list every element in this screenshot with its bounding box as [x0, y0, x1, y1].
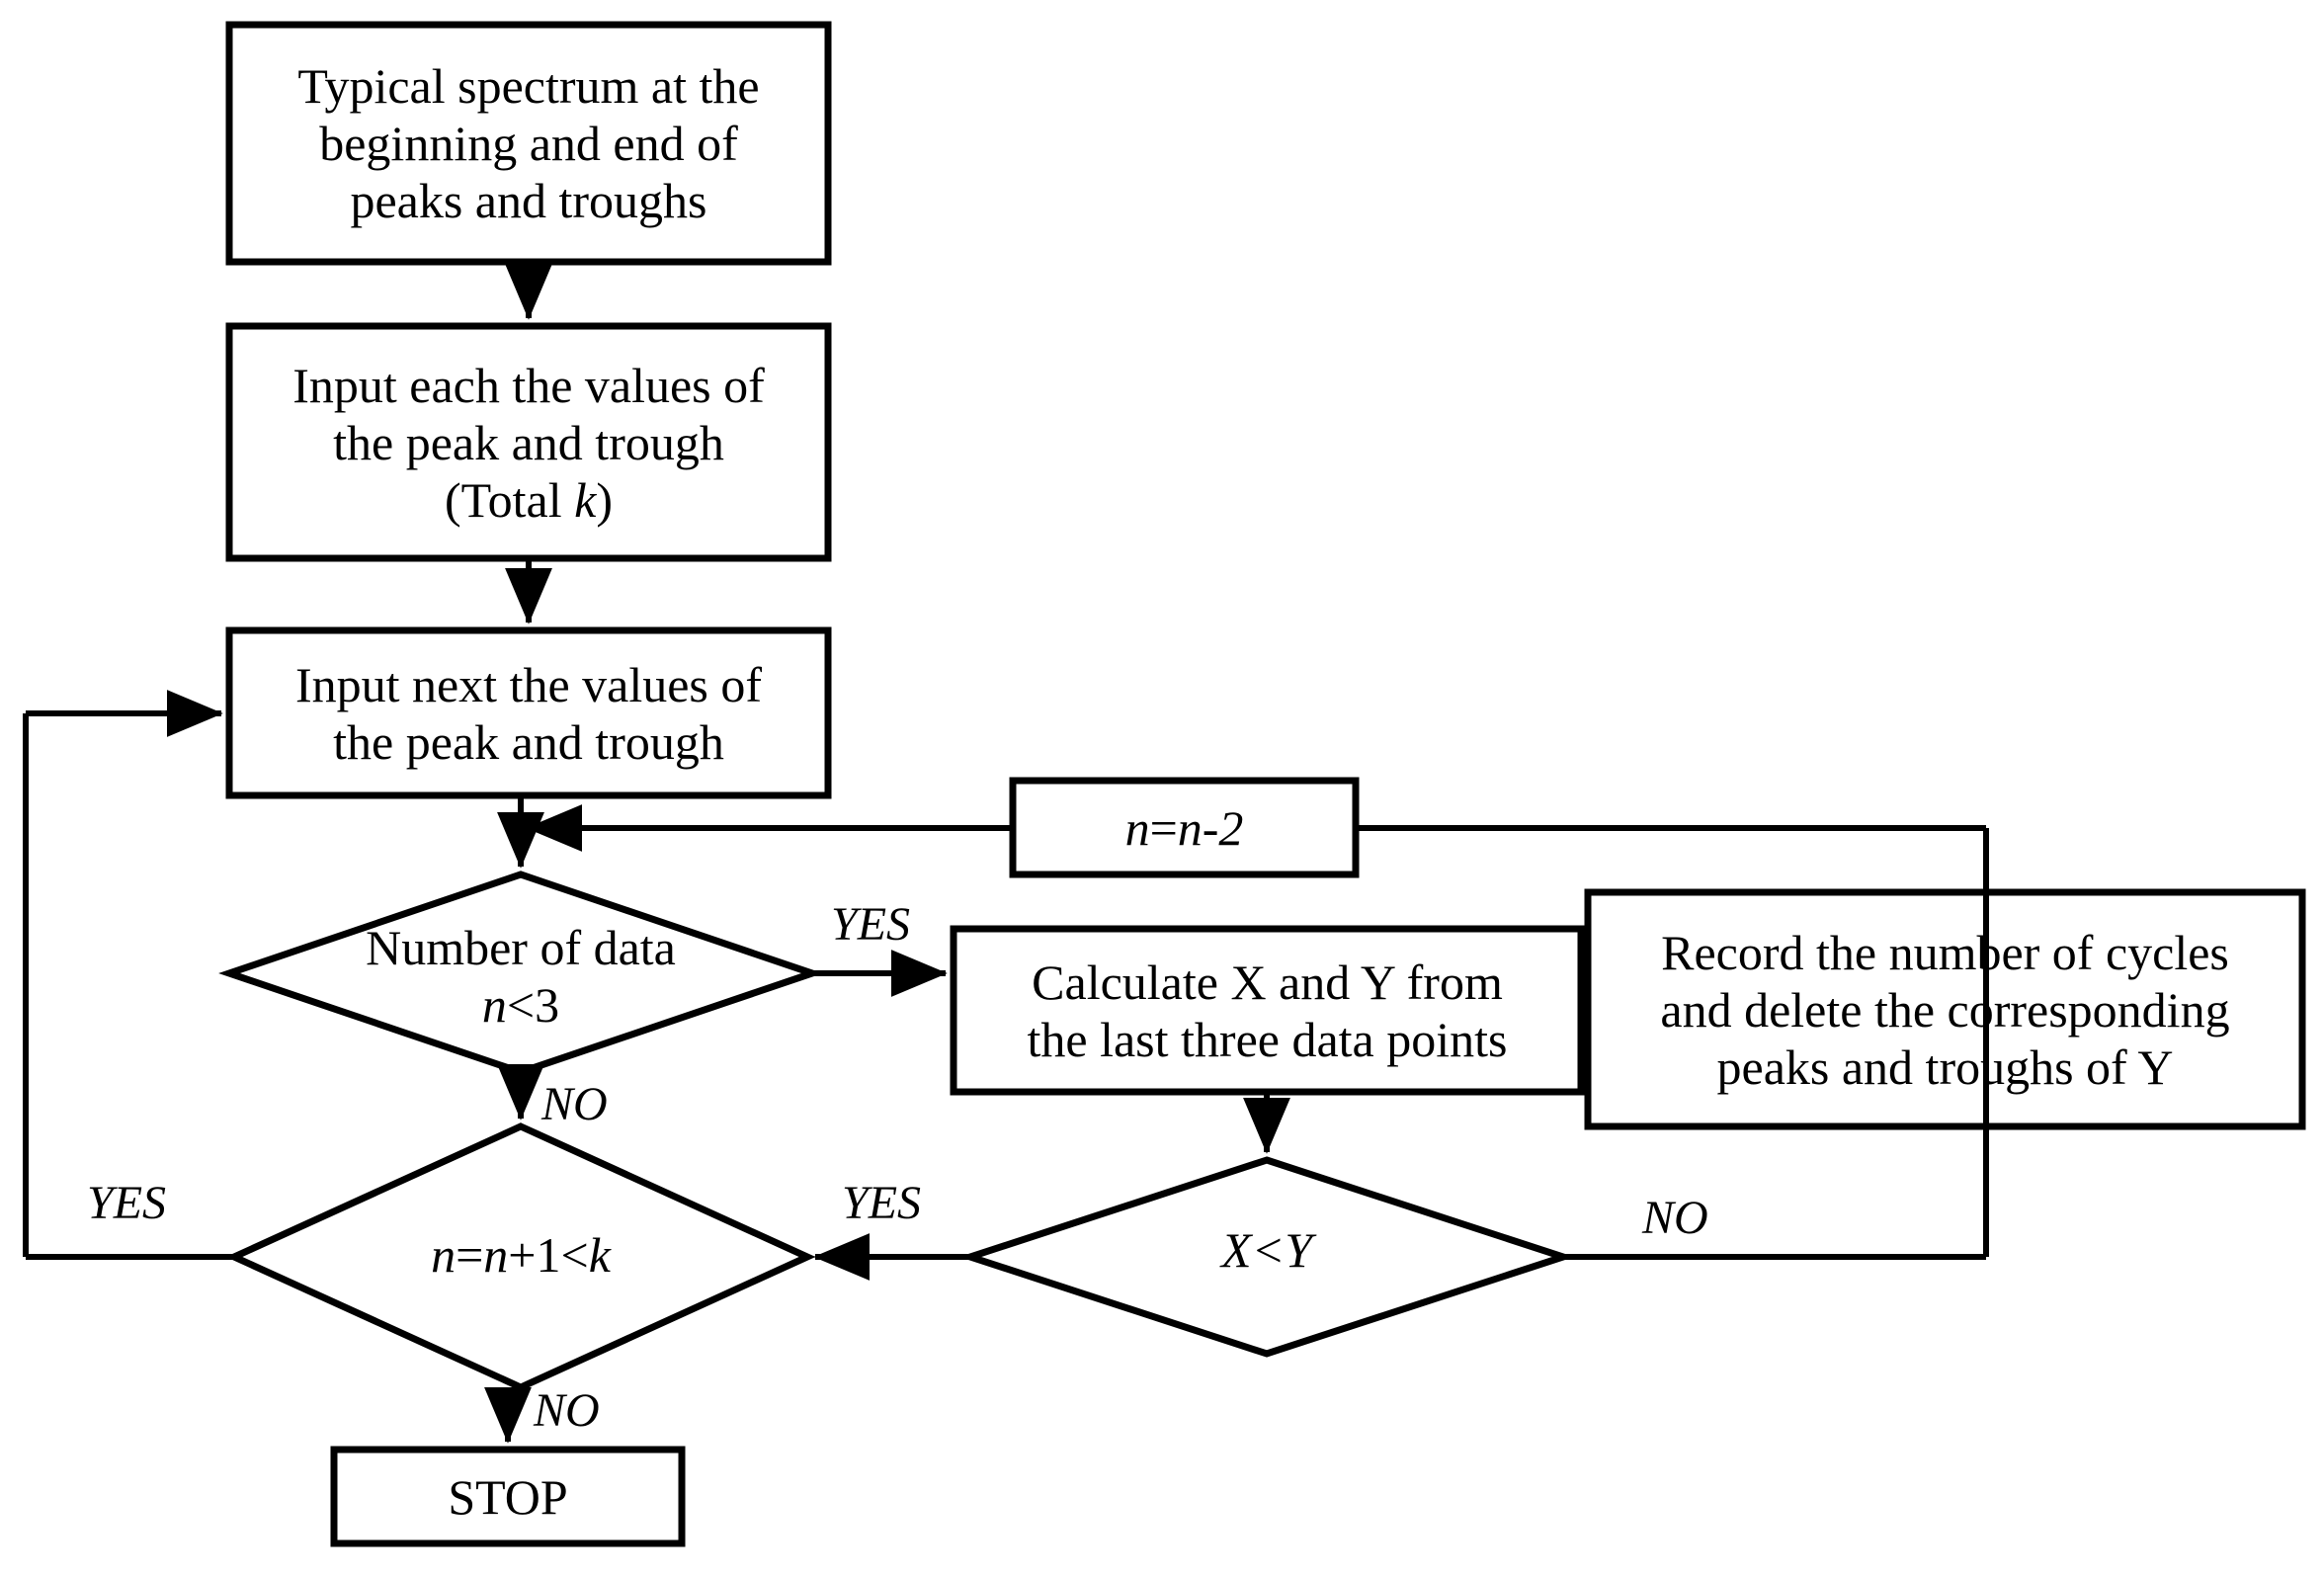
edge-label-no-to-n-plus-1: NO: [541, 1078, 608, 1130]
edge-label-yes-to-calculate: YES: [831, 898, 911, 951]
node-decision-number-of-data-cond: <3: [506, 977, 560, 1033]
node-input-each-shape: [225, 322, 832, 562]
edge-label-no-to-stop: NO: [534, 1384, 600, 1437]
node-input-each-line1: Input each the values of: [292, 357, 765, 413]
node-input-next-shape: [225, 626, 832, 799]
node-stop-shape: [330, 1446, 686, 1547]
edge-label-no-x-lt-y: NO: [1642, 1192, 1708, 1244]
node-decision-x-lt-y-label: X<Y: [1099, 1219, 1435, 1281]
node-n-minus-2-n1: n: [1124, 799, 1150, 856]
node-decision-number-of-data-line2: n<3: [482, 976, 559, 1034]
node-input-each-line2: the peak and trough: [333, 414, 724, 470]
node-decision-n-plus-1-eq: =: [456, 1227, 484, 1283]
node-decision-n-plus-1-n1: n: [431, 1227, 456, 1283]
node-decision-n-plus-1-n2: n: [483, 1227, 509, 1283]
node-decision-number-of-data-line1: Number of data: [366, 920, 676, 975]
node-n-minus-2-offset: -2: [1202, 799, 1244, 856]
node-input-each-total-k: k: [574, 471, 597, 528]
node-calculate-xy-label: Calculate X and Y from the last three da…: [1027, 954, 1508, 1067]
node-input-each-line3: (Total k): [445, 471, 613, 529]
edge-label-yes-x-lt-y: YES: [842, 1177, 922, 1229]
node-input-each-total-post: ): [596, 471, 614, 528]
node-n-minus-2-eq: =: [1149, 799, 1178, 856]
node-start-spectrum-shape: [225, 21, 832, 266]
node-decision-x-lt-y-op: <: [1251, 1222, 1286, 1278]
node-decision-x-lt-y-x: X: [1220, 1222, 1252, 1278]
node-record-cycles-label: Record the number of cycles and delete t…: [1660, 924, 2230, 1095]
node-decision-n-plus-1-plus: +1<: [508, 1227, 589, 1283]
node-n-minus-2-shape: [1009, 777, 1360, 878]
node-decision-number-of-data-n: n: [481, 977, 507, 1033]
edge-label-yes-loop-back: YES: [87, 1177, 167, 1229]
node-n-minus-2-n2: n: [1177, 799, 1203, 856]
node-stop-label: STOP: [448, 1468, 568, 1525]
node-record-cycles-shape: [1584, 888, 2306, 1130]
node-decision-number-of-data-label: Number of data n<3: [264, 909, 778, 1043]
node-decision-n-plus-1-label: n=n+1<k: [333, 1223, 708, 1287]
node-input-next-label: Input next the values of the peak and tr…: [294, 656, 763, 770]
node-calculate-xy-shape: [950, 925, 1585, 1096]
node-decision-x-lt-y-shape: [958, 1156, 1575, 1358]
node-decision-number-of-data-shape: [218, 871, 823, 1076]
node-n-minus-2-label: n=n-2: [1021, 789, 1348, 867]
node-input-each-label: Input each the values of the peak and tr…: [237, 334, 820, 550]
node-input-each-total-pre: (Total: [444, 471, 575, 528]
node-start-spectrum-label: Typical spectrum at the beginning and en…: [297, 58, 760, 228]
node-decision-x-lt-y-y: Y: [1285, 1222, 1313, 1278]
node-decision-n-plus-1-shape: [225, 1122, 816, 1391]
node-decision-n-plus-1-k: k: [588, 1227, 611, 1283]
